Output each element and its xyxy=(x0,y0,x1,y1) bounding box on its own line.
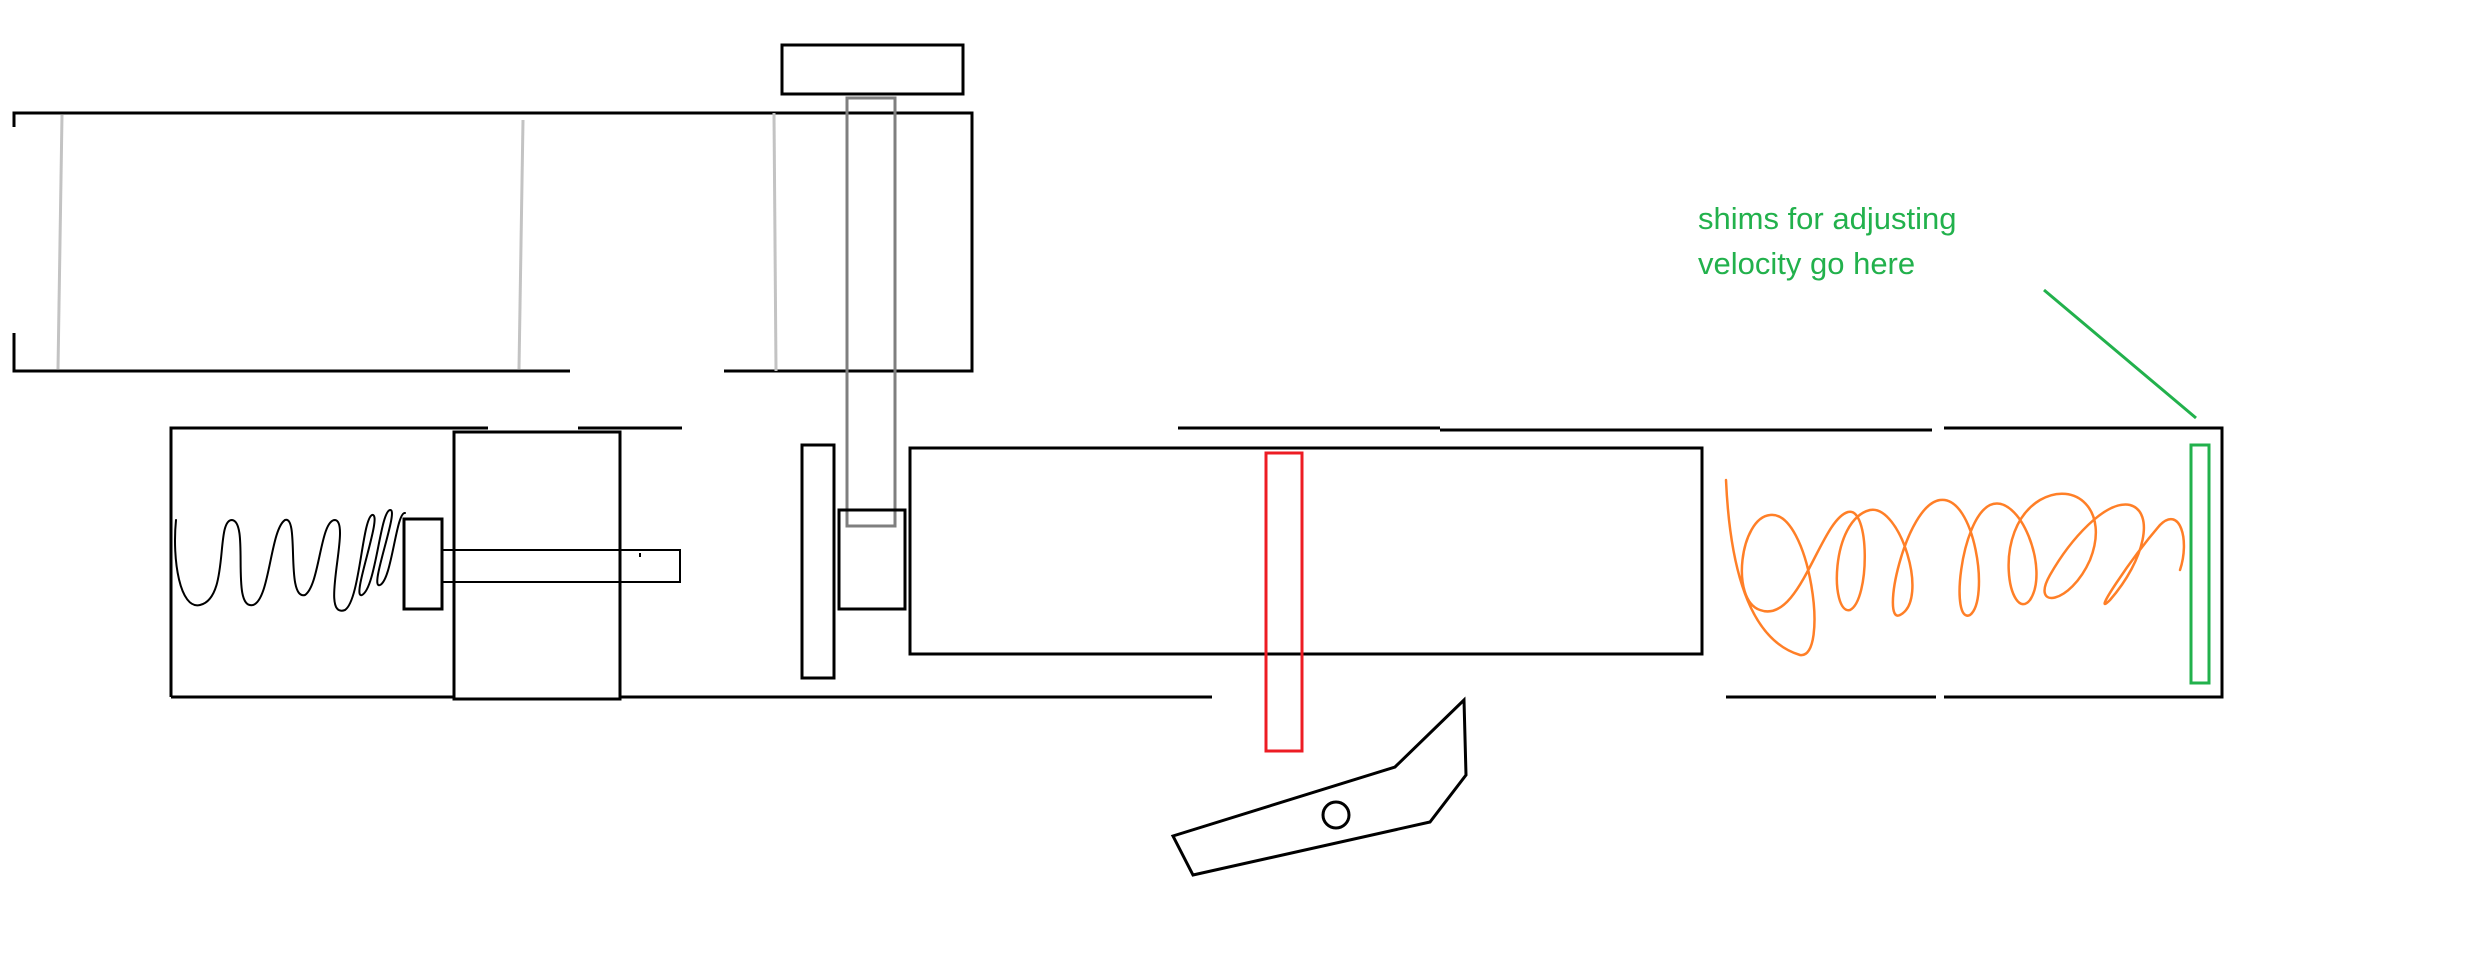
front-spring xyxy=(1724,478,2186,657)
rear-spring xyxy=(174,508,406,612)
front-housing xyxy=(1178,426,2224,699)
sear-catch xyxy=(1264,451,1304,753)
guide-rod xyxy=(441,549,681,583)
trigger-lever xyxy=(1170,696,1468,877)
shim-annotation-label: shims for adjusting velocity go here xyxy=(1698,201,1957,281)
bolt-head xyxy=(837,508,907,611)
spring-guide-block xyxy=(452,430,622,701)
bolt-face xyxy=(800,443,836,680)
charging-handle-knob xyxy=(780,43,965,96)
trigger-pivot-pin xyxy=(1321,800,1351,830)
charging-handle-rod xyxy=(845,96,897,528)
upper-housing xyxy=(12,111,974,373)
upper-housing-divider xyxy=(517,119,525,370)
bolt-carrier xyxy=(908,446,1704,656)
upper-housing-divider xyxy=(772,112,778,372)
rear-housing xyxy=(169,426,1212,701)
spring-retainer xyxy=(402,517,444,611)
upper-housing-divider xyxy=(56,114,64,370)
annotation-leader-line xyxy=(2043,288,2197,420)
velocity-shim xyxy=(2189,443,2211,685)
